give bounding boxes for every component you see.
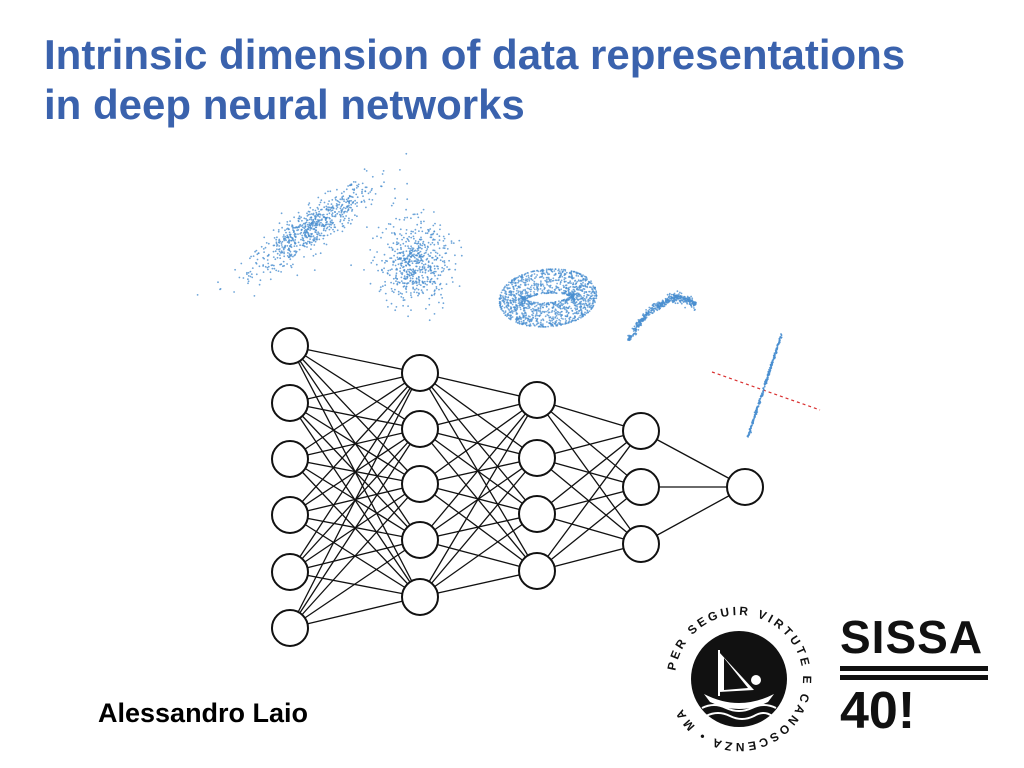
network-edge	[289, 596, 421, 629]
network-edge	[419, 399, 538, 485]
network-connections	[289, 345, 746, 629]
network-edge	[289, 483, 421, 629]
logo-divider	[840, 675, 988, 680]
neuron-node	[401, 578, 439, 616]
network-edge	[289, 372, 421, 573]
network-edge	[419, 457, 538, 598]
title-line-2: in deep neural networks	[44, 81, 525, 128]
network-neurons	[271, 327, 764, 647]
sissa-seal-logo: PER SEGUIR VIRTUTE E CANOSCENZA • MA	[665, 604, 812, 754]
network-edge	[419, 399, 538, 430]
network-edge	[419, 428, 538, 459]
neuron-node	[622, 468, 660, 506]
neuron-node	[622, 525, 660, 563]
network-edge	[419, 372, 538, 459]
neuron-node	[401, 410, 439, 448]
title-line-1: Intrinsic dimension of data representati…	[44, 31, 906, 78]
network-edge	[289, 372, 421, 460]
network-edge	[640, 430, 746, 488]
neuron-node	[518, 439, 556, 477]
network-edge	[419, 513, 538, 598]
sissa-wordmark: SISSA	[840, 611, 984, 663]
network-edge	[536, 430, 642, 572]
neuron-node	[518, 381, 556, 419]
neuron-node	[401, 465, 439, 503]
network-edge	[419, 399, 538, 541]
network-edge	[289, 372, 421, 516]
network-edge	[289, 372, 421, 629]
slide-title: Intrinsic dimension of data representati…	[44, 30, 1004, 130]
torus-point-cloud	[498, 268, 598, 328]
elongated-point-cloud	[196, 152, 408, 297]
network-edge	[419, 570, 538, 598]
network-edge	[289, 428, 421, 629]
neuron-node	[271, 327, 309, 365]
author-name: Alessandro Laio	[98, 698, 309, 728]
neuron-node	[271, 553, 309, 591]
round-point-cloud	[350, 198, 463, 322]
curve-point-cloud	[627, 290, 697, 342]
network-edge	[640, 486, 746, 545]
neuron-node	[271, 384, 309, 422]
network-edge	[536, 399, 642, 488]
neuron-node	[622, 412, 660, 450]
neuron-node	[271, 609, 309, 647]
network-edge	[289, 372, 421, 404]
network-edge	[536, 430, 642, 515]
network-edge	[419, 428, 538, 572]
data-manifold-illustrations	[196, 152, 821, 438]
neuron-node	[271, 496, 309, 534]
neuron-node	[518, 495, 556, 533]
neuron-node	[401, 521, 439, 559]
logo-divider	[840, 666, 988, 671]
neuron-node	[726, 468, 764, 506]
network-edge	[536, 486, 642, 572]
sissa-logo: SISSA 40!	[840, 612, 990, 740]
neuron-node	[401, 354, 439, 392]
network-edge	[419, 372, 538, 401]
neuron-node	[271, 440, 309, 478]
anniversary-label: 40!	[840, 682, 916, 740]
dashed-projection-line	[711, 371, 821, 411]
neuron-node	[518, 552, 556, 590]
network-edge	[419, 399, 538, 598]
network-edge	[289, 345, 421, 374]
line-point-cloud	[711, 333, 821, 438]
network-edge	[289, 539, 421, 629]
